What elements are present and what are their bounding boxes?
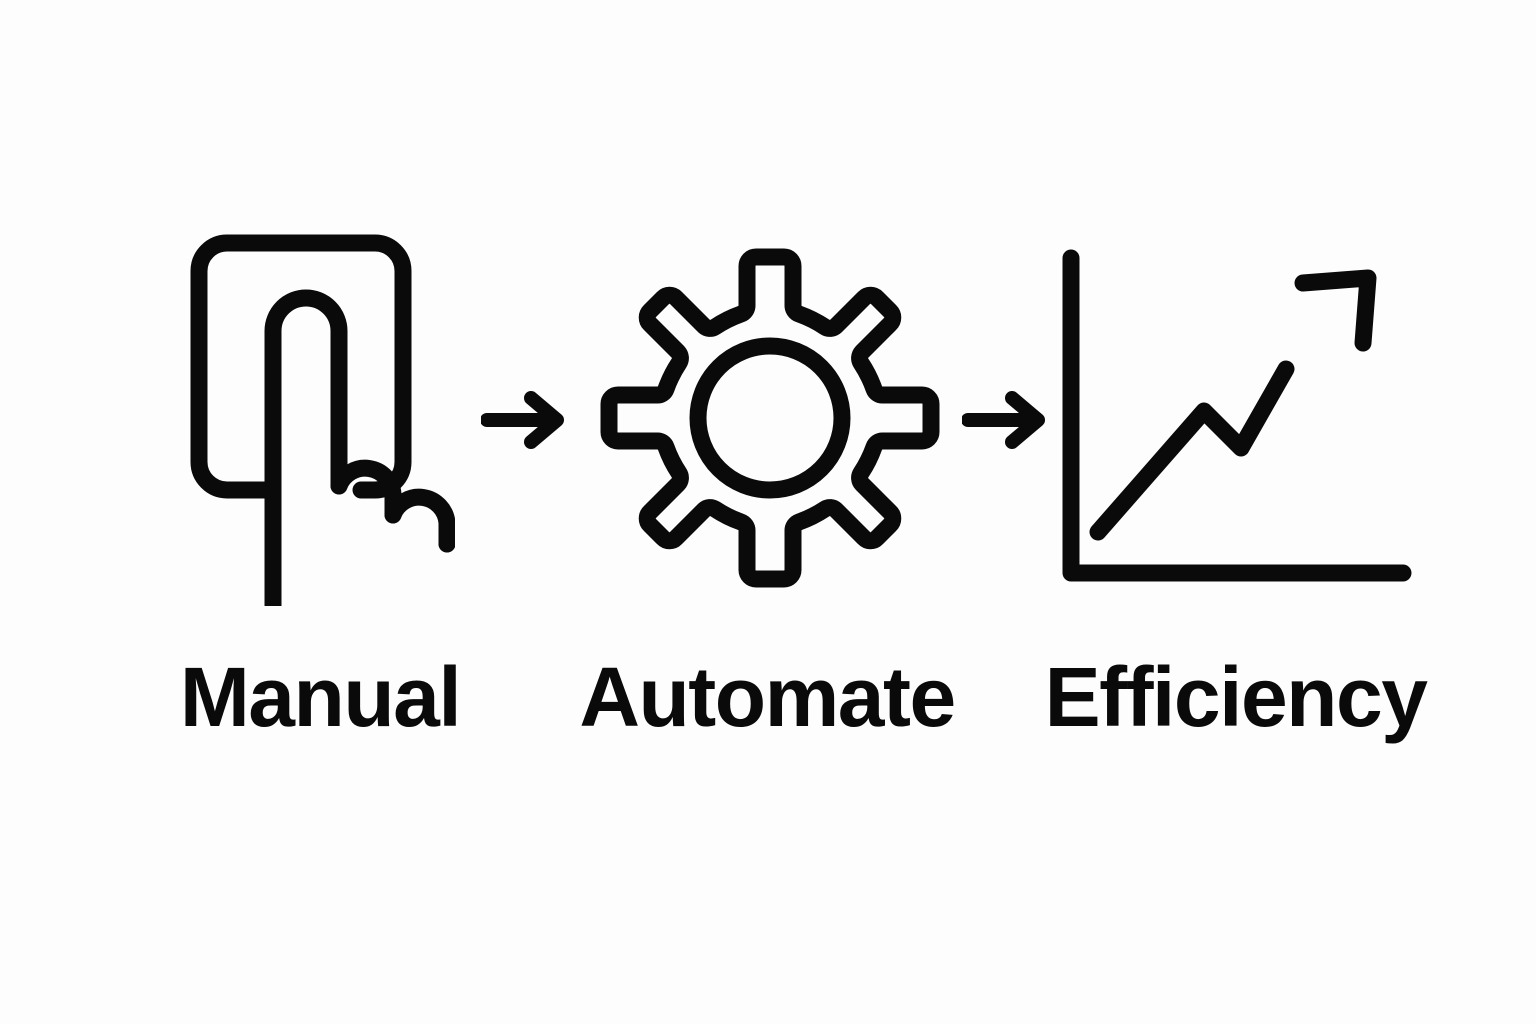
chart-trend-line [1089, 360, 1295, 541]
hand-tap-icon [190, 234, 455, 606]
step-label-efficiency: Efficiency [1044, 650, 1428, 744]
arrow-right-icon [962, 391, 1045, 449]
step-label-manual: Manual [179, 650, 462, 744]
growth-chart-icon [1062, 249, 1412, 582]
chart-axes [1062, 249, 1412, 582]
gear-icon [600, 248, 940, 588]
step-label-automate: Automate [579, 650, 956, 744]
chart-arrow-head [1294, 269, 1377, 352]
arrow-right-icon [481, 391, 564, 449]
